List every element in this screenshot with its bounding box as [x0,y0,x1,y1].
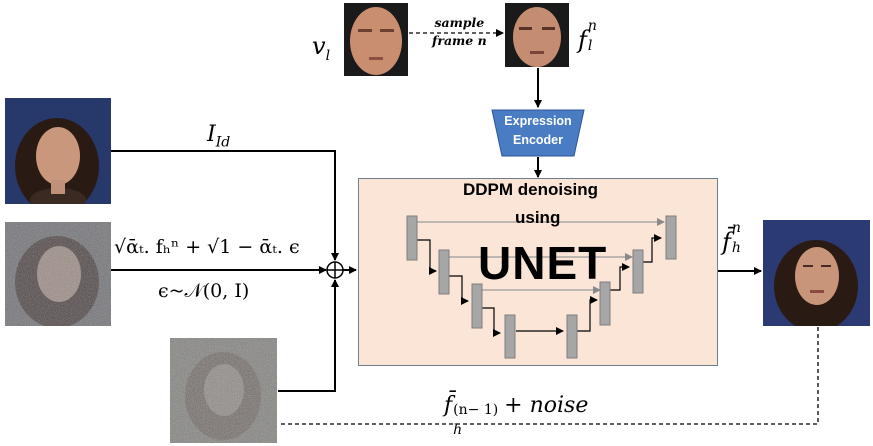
noise-frame-path [278,279,339,392]
encoder-label-line1: Expression [504,114,571,128]
feedback-path [278,327,819,425]
noise-distribution: ϵ~𝒩(0, I) [158,280,250,302]
identity-face-photo [5,98,111,204]
ddpm-title: DDPM denoising [463,180,599,199]
input-video-label: vl [312,32,331,64]
unet-block [632,249,644,294]
sum-node [326,261,344,279]
unet-block [471,283,483,329]
identity-path [111,150,339,261]
ddpm-using: using [515,208,561,227]
encoder-label-line2: Encoder [513,133,563,147]
unet-block [566,314,578,359]
unet-block [504,314,516,359]
ddpm-denoising-box [358,178,718,366]
expression-encoder: Expression Encoder [491,109,585,157]
unet-block [599,281,611,326]
noisy-formula: √ᾱₜ. fₕⁿ + √1 − ᾱₜ. ϵ [114,236,300,258]
feedback-label: f̄(n− 1)h+ noise [444,393,589,438]
unet-blocks [406,215,677,359]
output-face-photo [763,220,870,326]
noisy-face-photo [5,222,111,326]
sample-label-line1: sample [434,15,485,30]
sample-label-line2: frame n [432,33,487,48]
unet-skip-connections [417,218,665,294]
noise-frame-photo [170,338,277,443]
input-video-face-photo [344,3,408,76]
sample-label: sample frame n [432,14,487,50]
unet-label: UNET [478,237,608,289]
unet-block [438,249,450,295]
unet-flow-connections [417,234,662,337]
unet-block [665,215,677,260]
identity-label: IId [207,122,231,151]
sampled-frame-face-photo [505,3,569,67]
unet-block [406,215,418,261]
